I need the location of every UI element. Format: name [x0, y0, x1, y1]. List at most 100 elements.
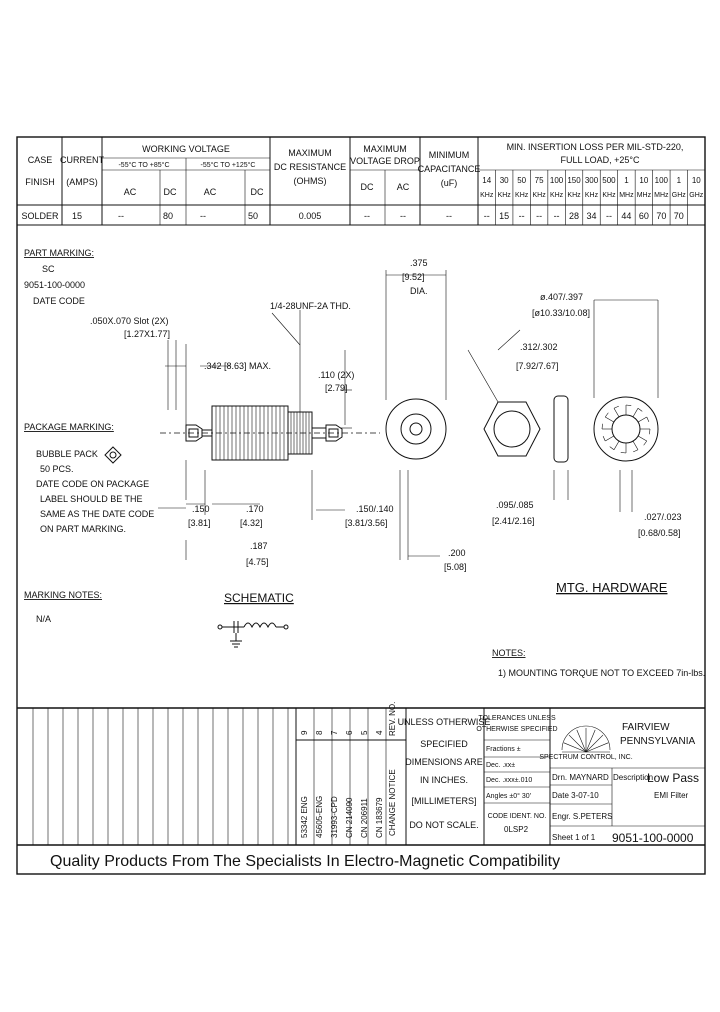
unless-4: IN INCHES.	[420, 775, 468, 785]
tol-angles: Angles ±0° 30'	[486, 792, 531, 800]
schematic-title: SCHEMATIC	[224, 591, 294, 605]
amps-label: (AMPS)	[66, 177, 98, 187]
rev-number: 8	[315, 730, 324, 735]
schematic: SCHEMATIC	[217, 591, 294, 648]
change-notice: CN 183679	[375, 797, 384, 838]
mounting-hardware: ø.407/.397 [ø10.33/10.08] .312/.302 [7.9…	[467, 292, 682, 595]
loss-value: 44	[621, 211, 631, 221]
freq-unit: KHz	[567, 192, 581, 199]
loss-value: 70	[656, 211, 666, 221]
d110-dim: .110 (2X)	[318, 370, 354, 380]
unless-6: DO NOT SCALE.	[409, 820, 478, 830]
loss-value: 60	[639, 211, 649, 221]
city-1: FAIRVIEW	[622, 722, 670, 733]
part-side-view: .050X.070 Slot (2X) [1.27X1.77] .342 [8.…	[90, 301, 394, 567]
d312-dim-mm: [7.92/7.67]	[516, 361, 559, 371]
change-notice: 45605-ENG	[315, 796, 324, 838]
d312-dim: .312/.302	[520, 342, 558, 352]
row-dc1: --	[118, 211, 124, 221]
loss-value: --	[536, 211, 542, 221]
ins-loss-1: MIN. INSERTION LOSS PER MIL-STD-220,	[507, 142, 684, 152]
min-cap-2: CAPACITANCE	[418, 164, 481, 174]
row-vd-ac: --	[400, 211, 406, 221]
row-current: 15	[72, 211, 82, 221]
spectrum-control-logo-icon	[561, 725, 611, 753]
part-marking-line-3: DATE CODE	[33, 296, 85, 306]
dc1-label: AC	[124, 187, 137, 197]
dia-label: DIA.	[410, 286, 428, 296]
loss-value: --	[519, 211, 525, 221]
part-end-view: .375 [9.52] DIA. .200 [5.08]	[385, 258, 467, 572]
freq-unit: MHz	[654, 192, 669, 199]
hex-nut	[483, 401, 541, 457]
freq-unit: KHz	[480, 192, 494, 199]
rev-header: REV. NO.	[388, 702, 397, 736]
min-cap-1: MINIMUM	[429, 150, 470, 160]
row-vd-dc: --	[364, 211, 370, 221]
d095-dim: .095/.085	[496, 500, 534, 510]
change-notice: 31993-CPD	[330, 796, 339, 838]
row-finish: SOLDER	[21, 211, 59, 221]
min-cap-3: (uF)	[441, 178, 458, 188]
row-ac1: 80	[163, 211, 173, 221]
slot-dim-mm: [1.27X1.77]	[124, 329, 170, 339]
code-ident-value: 0LSP2	[504, 825, 529, 834]
package-marking-line-3: DATE CODE ON PACKAGE	[36, 479, 149, 489]
d187-dim-mm: [4.75]	[246, 557, 269, 567]
freq-value: 1	[677, 176, 682, 185]
rev-number: 9	[300, 730, 309, 735]
tol-dec-x: Dec. .xx±	[486, 762, 515, 769]
part-number: 9051-100-0000	[612, 831, 694, 845]
d407-dim-mm: [ø10.33/10.08]	[532, 308, 590, 318]
freq-unit: GHz	[689, 192, 704, 199]
package-marking-line-1: BUBBLE PACK	[36, 449, 98, 459]
d027-dim: .027/.023	[644, 512, 682, 522]
freq-unit: KHz	[498, 192, 512, 199]
d095-dim-mm: [2.41/2.16]	[492, 516, 535, 526]
unless-5: [MILLIMETERS]	[411, 796, 476, 806]
d150-140-dim-mm: [3.81/3.56]	[345, 518, 388, 528]
sheet-frame	[16, 136, 706, 875]
rev-number: 7	[330, 730, 339, 735]
change-notice: CN 206911	[360, 798, 369, 838]
unless-2: SPECIFIED	[420, 739, 468, 749]
freq-value: 75	[535, 176, 544, 185]
marking-notes-title: MARKING NOTES:	[24, 590, 102, 600]
freq-value: 300	[585, 176, 599, 185]
freq-unit: KHz	[515, 192, 529, 199]
d200-dim-mm: [5.08]	[444, 562, 467, 572]
description-1: Low Pass	[647, 771, 699, 785]
d200-dim: .200	[448, 548, 466, 558]
change-notice: CN 214090	[345, 797, 354, 838]
thread-dim: 1/4-28UNF-2A THD.	[270, 301, 351, 311]
freq-value: 1	[624, 176, 629, 185]
finish-label: FINISH	[25, 177, 55, 187]
package-marking-block: PACKAGE MARKING: BUBBLE PACK 50 PCS. DAT…	[24, 422, 154, 534]
inductor-symbol	[243, 622, 277, 629]
max-vd-2: VOLTAGE DROP	[350, 156, 420, 166]
package-marking-line-6: ON PART MARKING.	[40, 524, 126, 534]
freq-value: 100	[655, 176, 669, 185]
notes-line-1: 1) MOUNTING TORQUE NOT TO EXCEED 7in-lbs…	[498, 668, 705, 678]
rev-number: 5	[360, 730, 369, 735]
row-dc2: --	[200, 211, 206, 221]
loss-value: --	[484, 211, 490, 221]
working-voltage-label: WORKING VOLTAGE	[142, 144, 230, 154]
notes-title: NOTES:	[492, 648, 526, 658]
freq-value: 30	[500, 176, 509, 185]
part-marking-line-1: SC	[42, 264, 55, 274]
package-marking-line-5: SAME AS THE DATE CODE	[40, 509, 154, 519]
max-vd-1: MAXIMUM	[363, 144, 407, 154]
freq-value: 10	[692, 176, 701, 185]
loss-value: 34	[586, 211, 596, 221]
sheet-count: Sheet 1 of 1	[552, 833, 596, 842]
code-ident-label: CODE IDENT. NO.	[488, 813, 547, 820]
d027-dim-mm: [0.68/0.58]	[638, 528, 681, 538]
tol-fractions: Fractions ±	[486, 746, 521, 753]
loss-value: 70	[674, 211, 684, 221]
max-res-1: MAXIMUM	[288, 148, 332, 158]
d187-dim: .187	[250, 541, 268, 551]
ins-loss-2: FULL LOAD, +25°C	[560, 155, 640, 165]
tolerance-1: TOLERANCES UNLESS	[478, 715, 556, 722]
